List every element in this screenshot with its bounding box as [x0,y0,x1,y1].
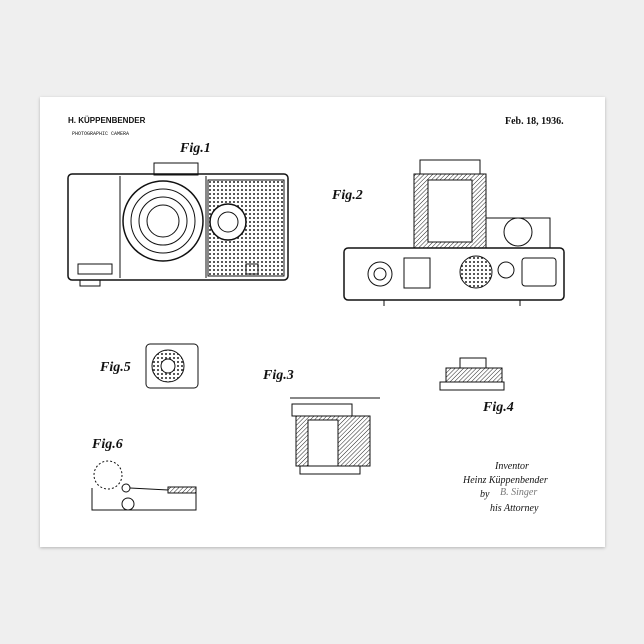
fig3-lens-section [290,398,380,474]
inventor-label: Inventor [495,461,529,472]
by-label: by [480,489,489,500]
fig6-circuit [92,461,196,510]
fig5-detail [146,344,198,388]
inventor-signature: Heinz Küppenbender [463,475,548,486]
attorney-label: his Attorney [490,503,538,514]
fig2-camera-top [344,160,564,306]
attorney-signature: B. Singer [500,487,537,498]
fig1-camera-front [68,163,288,286]
fig4-detail [440,358,504,390]
